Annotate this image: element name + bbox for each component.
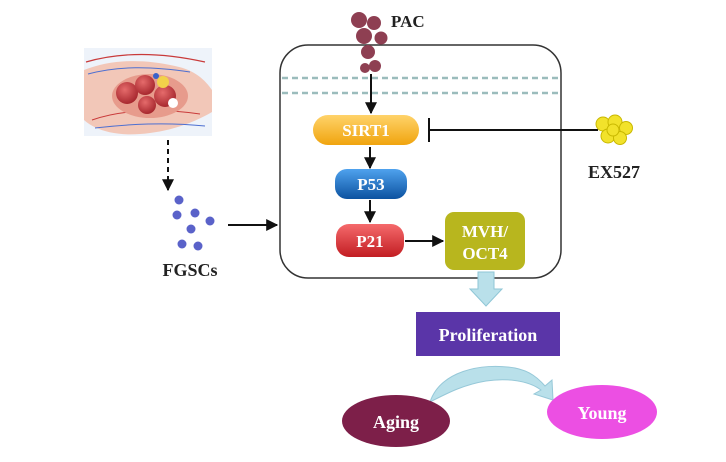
pac-label: PAC	[391, 12, 425, 31]
aging-to-young-arrow	[429, 365, 554, 403]
p53-label: P53	[357, 175, 384, 194]
mvh-oct4-node	[445, 212, 525, 270]
fgsc-cells-icon	[172, 195, 215, 251]
proliferation-label: Proliferation	[439, 325, 538, 345]
p21-node	[336, 224, 404, 257]
block-arrow-down	[468, 271, 504, 307]
sirt1-label: SIRT1	[342, 121, 390, 140]
ovary-illustration-icon	[84, 48, 212, 136]
p21-label: P21	[356, 232, 383, 251]
pac-molecule-icon	[351, 12, 388, 73]
fgscs-label: FGSCs	[162, 260, 217, 280]
mvh-label-line1: MVH/	[462, 222, 509, 241]
mvh-label-line2: OCT4	[462, 244, 508, 263]
sirt1-node	[313, 115, 419, 145]
young-label: Young	[577, 403, 626, 423]
aging-node	[342, 395, 450, 447]
aging-label: Aging	[373, 412, 419, 432]
young-node	[547, 385, 657, 439]
proliferation-box	[416, 312, 560, 356]
ex527-molecule-icon	[595, 114, 633, 145]
p53-node	[335, 169, 407, 199]
ex527-label: EX527	[588, 162, 640, 182]
